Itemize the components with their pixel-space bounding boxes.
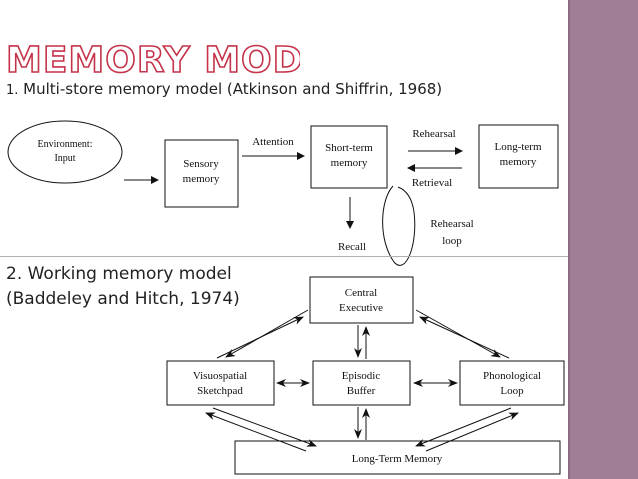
multi-store-diagram: Environment: Input Sensory memory Attent… (7, 120, 559, 266)
sensory-memory-box (164, 139, 239, 208)
arrow-ltm-to-vs (205, 412, 307, 452)
retrieval-label: Retrieval (412, 177, 452, 189)
long-term-label-1: Long-term (494, 141, 541, 153)
sensory-label-1: Sensory (183, 158, 219, 170)
phonological-label-1: Phonological (483, 370, 541, 382)
short-term-label-1: Short-term (325, 142, 373, 154)
rehearsal-loop-curve (382, 185, 416, 266)
attention-label: Attention (252, 136, 294, 148)
decorative-sidebar (568, 0, 638, 479)
model2-heading-line1: 2. Working memory model (6, 264, 232, 284)
phonological-loop-box (459, 360, 565, 406)
rehearsal-label: Rehearsal (412, 128, 455, 140)
sensory-label-2: memory (183, 173, 220, 185)
rehearsal-loop-label-1: Rehearsal (430, 218, 473, 230)
episodic-buffer-box (312, 360, 411, 406)
sidebar-edge (568, 0, 570, 479)
slide-title-text: MEMORY MODELS (6, 40, 300, 80)
diagrams-canvas: Environment: Input Sensory memory Attent… (7, 120, 565, 475)
model1-heading-text: Multi-store memory model (Atkinson and S… (18, 80, 443, 98)
central-executive-label-2: Executive (339, 302, 383, 314)
arrow-vs-to-ce (216, 316, 304, 359)
visuospatial-label-1: Visuospatial (193, 370, 247, 382)
arrow-ce-to-pl (415, 309, 501, 358)
environment-label-2: Input (54, 153, 75, 164)
episodic-label-1: Episodic (342, 370, 381, 382)
short-term-label-2: memory (331, 157, 368, 169)
long-term-memory-label: Long-Term Memory (352, 453, 443, 465)
phonological-label-2: Loop (500, 385, 524, 397)
arrow-vs-to-ltm (212, 407, 317, 447)
long-term-label-2: memory (500, 156, 537, 168)
short-term-memory-box (310, 125, 388, 189)
section-divider (0, 256, 568, 257)
episodic-label-2: Buffer (347, 385, 376, 397)
visuospatial-label-2: Sketchpad (197, 385, 243, 397)
environment-label-1: Environment: (38, 139, 93, 150)
long-term-memory-box (478, 124, 559, 189)
arrow-ltm-to-pl (425, 412, 519, 452)
model1-heading-number: 1. (6, 83, 19, 98)
arrow-pl-to-ltm (415, 407, 512, 447)
model1-heading: 1. Multi-store memory model (Atkinson an… (6, 80, 442, 98)
working-memory-diagram: Central Executive Visuospatial Sketchpad… (166, 276, 565, 475)
central-executive-label-1: Central (345, 287, 377, 299)
long-term-memory-bar (234, 440, 561, 475)
slide-title: MEMORY MODELS (5, 39, 300, 80)
model2-heading: 2. Working memory model (Baddeley and Hi… (6, 262, 240, 312)
model2-heading-line2: (Baddeley and Hitch, 1974) (6, 289, 240, 309)
central-executive-box (309, 276, 414, 324)
recall-label: Recall (338, 241, 366, 253)
arrow-ce-to-vs (225, 309, 309, 358)
environment-node (7, 120, 123, 184)
arrow-pl-to-ce (419, 316, 510, 359)
rehearsal-loop-label-2: loop (442, 235, 462, 247)
visuospatial-sketchpad-box (166, 360, 275, 406)
